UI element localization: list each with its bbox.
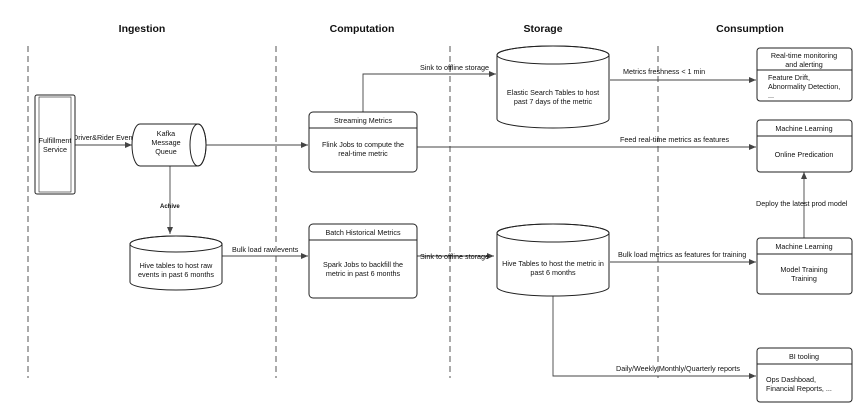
fulfillment-line-1: Fulfillment [39, 136, 72, 145]
batch-body-2: metric in past 6 months [326, 269, 401, 278]
streaming-body-2: real-time metric [338, 149, 388, 158]
bi-title: BI tooling [789, 352, 819, 361]
hive-raw-line-1: Hive tables to host raw [140, 261, 214, 270]
monitoring-title-1: Real-time monitoring [771, 51, 837, 60]
edge-streaming-elastic [362, 71, 496, 112]
edge-label-sink-bottom: Sink to offline storage [420, 252, 489, 261]
column-heading-ingestion: Ingestion [119, 23, 166, 35]
elastic-line-2: past 7 days of the metric [514, 97, 593, 106]
node-streaming-metrics[interactable]: Streaming Metrics Flink Jobs to compute … [308, 111, 418, 173]
monitoring-body-3: ... [768, 91, 774, 100]
monitoring-title-2: and alerting [785, 60, 823, 69]
hive-raw-line-2: events in past 6 months [138, 270, 214, 279]
node-bi-tooling[interactable]: BI tooling Ops Dashboad, Financial Repor… [756, 347, 853, 403]
node-elastic-search-tables[interactable]: Elastic Search Tables to host past 7 day… [496, 45, 610, 129]
column-heading-consumption: Consumption [716, 23, 784, 35]
edge-label-freshness: Metrics freshness < 1 min [623, 67, 705, 76]
node-batch-historical-metrics[interactable]: Batch Historical Metrics Spark Jobs to b… [308, 223, 418, 299]
node-ml-training[interactable]: Machine Learning Model Training Training [756, 237, 853, 295]
edge-label-sink-top: Sink to offline storage [420, 63, 489, 72]
column-heading-storage: Storage [523, 23, 562, 35]
batch-body-1: Spark Jobs to backfill the [323, 260, 403, 269]
edge-label-reports: Daily/Weekly,Monthly/Quarterly reports [616, 364, 740, 373]
hive-metric-line-1: Hive Tables to host the metric in [502, 259, 604, 268]
ml-training-body-2: Training [791, 274, 817, 283]
ml-online-body: Online Predication [775, 150, 834, 159]
monitoring-body-1: Feature Drift, [768, 73, 810, 82]
ml-training-title: Machine Learning [775, 242, 832, 251]
edge-label-archive: Achive [160, 204, 180, 210]
streaming-title: Streaming Metrics [334, 116, 392, 125]
kafka-line-3: Queue [155, 147, 177, 156]
node-kafka-queue[interactable]: Kafka Message Queue [131, 123, 207, 167]
bi-body-1: Ops Dashboad, [766, 375, 816, 384]
edge-label-driver-rider: Driver&Rider Event [73, 133, 135, 142]
node-realtime-monitoring[interactable]: Real-time monitoring and alerting Featur… [756, 47, 853, 102]
hive-metric-line-2: past 6 months [530, 268, 576, 277]
edge-label-bulk-load-raw: Bulk load raw events [232, 245, 299, 254]
edge-label-deploy: Deploy the latest prod model [756, 199, 848, 208]
node-ml-online[interactable]: Machine Learning Online Predication [756, 119, 853, 173]
node-hive-raw-tables[interactable]: Hive tables to host raw events in past 6… [129, 235, 223, 291]
node-hive-metric-tables[interactable]: Hive Tables to host the metric in past 6… [496, 223, 610, 297]
fulfillment-line-2: Service [43, 145, 67, 154]
ml-training-body-1: Model Training [780, 265, 827, 274]
batch-title: Batch Historical Metrics [325, 228, 400, 237]
kafka-line-1: Kafka [157, 129, 175, 138]
edge-hive-metric-bi [552, 296, 756, 379]
node-fulfillment-service[interactable]: Fulfillment Service [34, 94, 76, 195]
bi-body-2: Financial Reports, ... [766, 384, 832, 393]
elastic-line-1: Elastic Search Tables to host [507, 88, 599, 97]
monitoring-body-2: Abnormality Detection, [768, 82, 840, 91]
kafka-line-2: Message [151, 138, 180, 147]
edge-label-feed-realtime: Feed real-time metrics as features [620, 135, 729, 144]
edge-label-bulk-load-training: Bulk load metrics as features for traini… [618, 250, 746, 259]
ml-online-title: Machine Learning [775, 124, 832, 133]
streaming-body-1: Flink Jobs to compute the [322, 140, 404, 149]
column-heading-computation: Computation [330, 23, 395, 35]
